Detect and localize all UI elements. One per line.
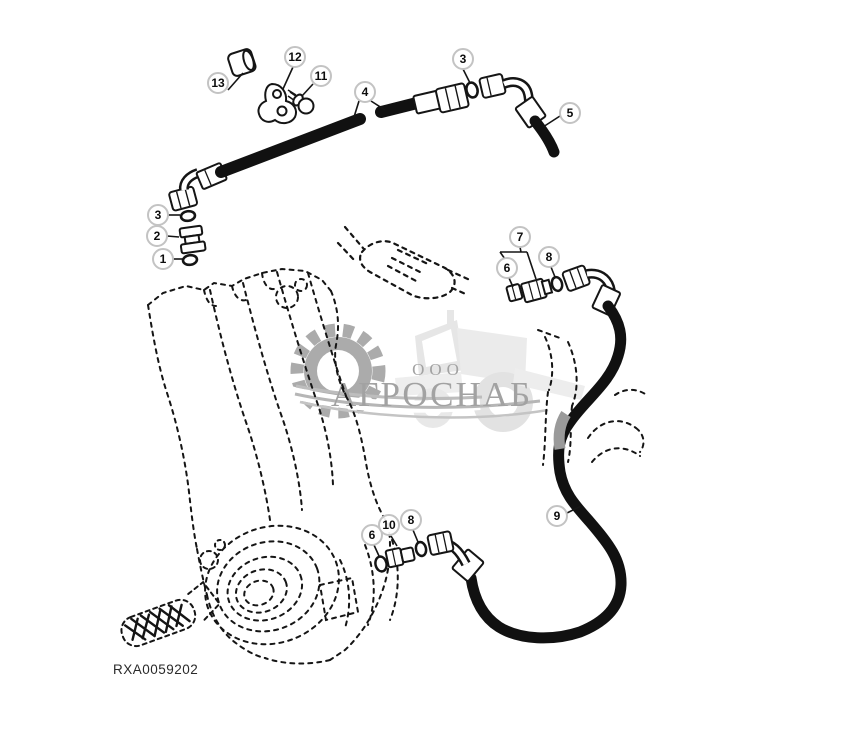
mid-port-parts xyxy=(505,275,564,304)
fitting-6-mid xyxy=(505,283,524,303)
callout-7: 7 xyxy=(509,226,531,248)
callout-13: 13 xyxy=(207,72,229,94)
callout-1: 1 xyxy=(152,248,174,270)
callout-4: 4 xyxy=(354,81,376,103)
callout-10: 10 xyxy=(378,514,400,536)
o-ring-1 xyxy=(181,253,199,267)
hose-9 xyxy=(426,264,627,644)
callout-6: 6 xyxy=(361,524,383,546)
callout-3: 3 xyxy=(452,48,474,70)
callout-9: 9 xyxy=(546,505,568,527)
fitting-2 xyxy=(178,224,207,255)
hose-5 xyxy=(478,73,560,158)
leader-lines xyxy=(166,66,582,557)
callout-3: 3 xyxy=(147,204,169,226)
callout-12: 12 xyxy=(284,46,306,68)
watermark-swoosh xyxy=(288,384,549,419)
fitting-10 xyxy=(384,546,416,569)
input-shaft-splines xyxy=(120,539,226,648)
callout-11: 11 xyxy=(310,65,332,87)
hose-4 xyxy=(168,82,470,212)
cap-13 xyxy=(227,48,257,77)
o-ring-6-bottom xyxy=(374,555,388,573)
bottom-port-parts xyxy=(374,540,428,573)
port-parts-left xyxy=(178,209,207,267)
callout-6: 6 xyxy=(496,257,518,279)
callout-5: 5 xyxy=(559,102,581,124)
bolt-11 xyxy=(287,89,315,115)
o-ring-8-bottom xyxy=(414,540,428,558)
callout-8: 8 xyxy=(538,246,560,268)
callout-8: 8 xyxy=(400,509,422,531)
clamp-12 xyxy=(257,82,297,125)
callout-2: 2 xyxy=(146,225,168,247)
o-ring-8-mid xyxy=(550,275,564,293)
output-flange-phantom xyxy=(204,524,340,646)
fitting-7-target xyxy=(520,277,554,304)
cylinder-phantom xyxy=(336,225,472,300)
figure-code: RXA0059202 xyxy=(113,662,199,677)
housing-phantom-outline xyxy=(147,267,399,665)
o-ring-3-left xyxy=(179,209,197,223)
